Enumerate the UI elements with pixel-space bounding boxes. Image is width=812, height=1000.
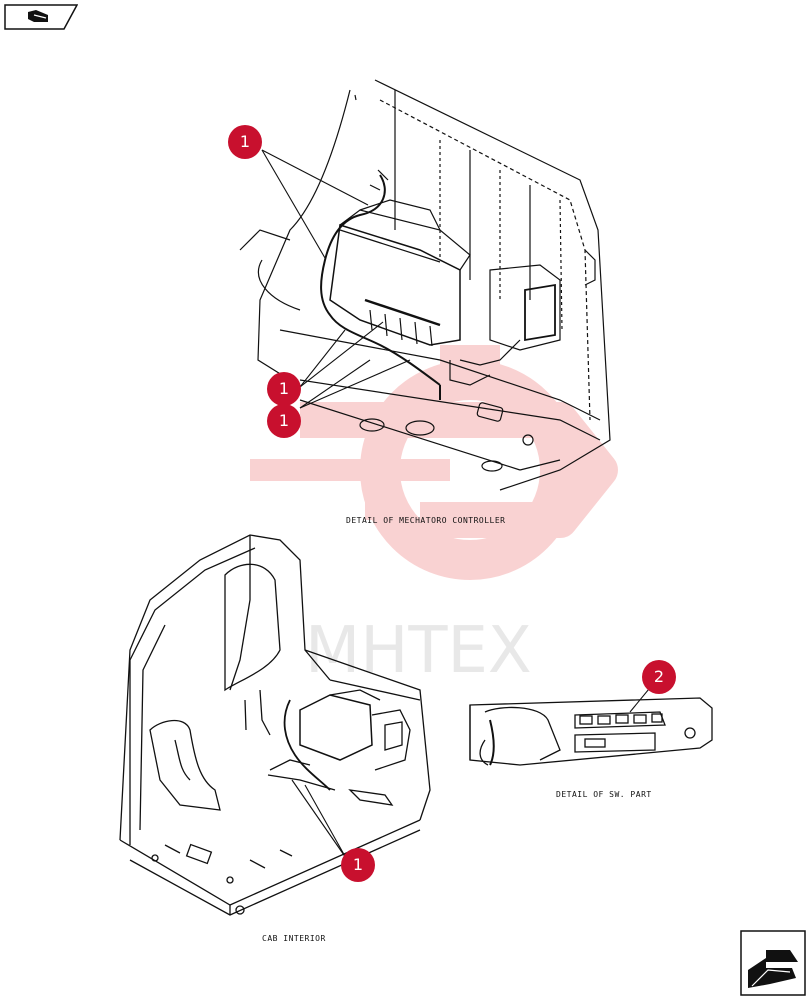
switch-panel-drawing xyxy=(469,697,713,766)
watermark-text: MHTEX xyxy=(305,614,532,688)
book-page-icon[interactable] xyxy=(4,4,78,30)
callout-1-mid-b[interactable]: 1 xyxy=(267,404,301,438)
next-page-arrow-icon[interactable] xyxy=(740,930,806,996)
caption-cab-interior: CAB INTERIOR xyxy=(262,934,326,943)
caption-mechatoro-controller: DETAIL OF MECHATORO CONTROLLER xyxy=(346,516,506,525)
cab-interior-frame xyxy=(119,534,431,916)
callout-1-mid-a[interactable]: 1 xyxy=(267,372,301,406)
leader-lines-lower xyxy=(291,779,347,859)
upper-cab-rear-wall xyxy=(239,79,611,491)
watermark-logo xyxy=(250,345,618,580)
caption-sw-part: DETAIL OF SW. PART xyxy=(556,790,652,799)
callout-2-switch[interactable]: 2 xyxy=(642,660,676,694)
leader-lines-upper xyxy=(261,149,411,409)
callout-1-bottom[interactable]: 1 xyxy=(341,848,375,882)
callout-1-top[interactable]: 1 xyxy=(228,125,262,159)
